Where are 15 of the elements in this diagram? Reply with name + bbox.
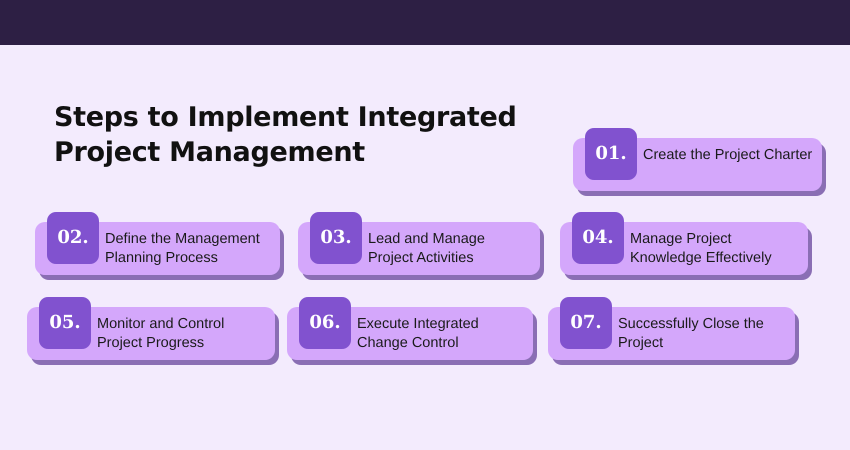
step-label: Successfully Close the Project xyxy=(618,315,765,353)
step-label: Monitor and Control Project Progress xyxy=(97,315,226,353)
step-number: 05. xyxy=(39,297,91,349)
step-number: 07. xyxy=(560,297,612,349)
step-number: 03. xyxy=(310,212,362,264)
step-number: 06. xyxy=(299,297,351,349)
page-title: Steps to Implement Integrated Project Management xyxy=(54,101,518,170)
step-number: 02. xyxy=(47,212,99,264)
step-label: Execute Integrated Change Control xyxy=(357,315,480,353)
step-label: Define the Management Planning Process xyxy=(105,230,261,268)
step-number: 01. xyxy=(585,128,637,180)
step-number: 04. xyxy=(572,212,624,264)
step-label: Manage Project Knowledge Effectively xyxy=(630,230,773,268)
step-label: Create the Project Charter xyxy=(643,146,814,165)
step-label: Lead and Manage Project Activities xyxy=(368,230,486,268)
